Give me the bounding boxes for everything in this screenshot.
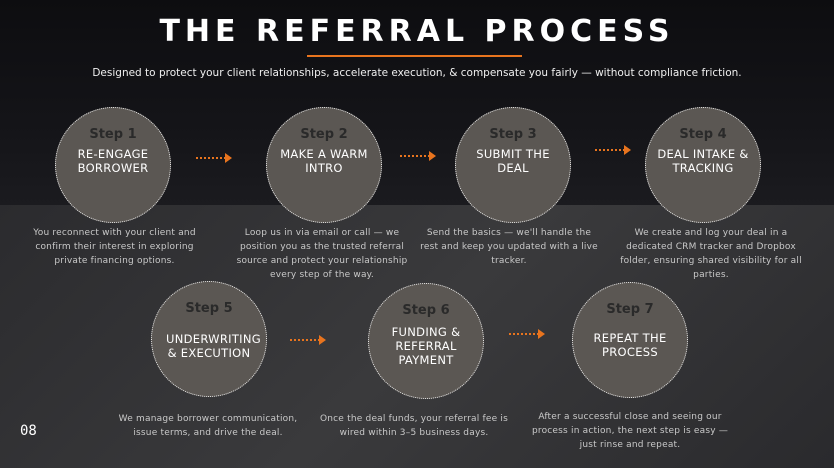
- step-3-description: Send the basics — we'll handle the rest …: [420, 228, 598, 266]
- step-4-description: We create and log your deal in a dedicat…: [620, 228, 802, 280]
- step-5-label: UNDERWRITING & EXECUTION: [166, 332, 261, 360]
- arrow-6-to-7: [509, 328, 545, 340]
- page-subtitle: Designed to protect your client relation…: [92, 67, 742, 79]
- step-3-number: Step 3: [489, 127, 537, 142]
- step-2-label: MAKE A WARM INTRO: [280, 147, 368, 175]
- step-4-circle: Step 4 DEAL INTAKE & TRACKING: [645, 107, 761, 223]
- step-7-label: REPEAT THE PROCESS: [593, 331, 667, 359]
- step-6-description: Once the deal funds, your referral fee i…: [319, 414, 509, 438]
- step-6-number: Step 6: [402, 303, 450, 318]
- step-5-circle: Step 5 UNDERWRITING & EXECUTION: [151, 281, 267, 397]
- step-7-description: After a successful close and seeing our …: [531, 412, 729, 450]
- step-3-circle: Step 3 SUBMIT THE DEAL: [455, 107, 571, 223]
- step-1-circle: Step 1 RE-ENGAGE BORROWER: [55, 107, 171, 223]
- step-3-label: SUBMIT THE DEAL: [476, 147, 550, 175]
- arrow-5-to-6: [290, 334, 326, 346]
- arrow-2-to-3: [400, 150, 436, 162]
- step-5-description: We manage borrower communication, issue …: [118, 414, 298, 438]
- step-7-number: Step 7: [606, 302, 654, 317]
- step-1-description: You reconnect with your client and confi…: [33, 228, 196, 266]
- step-4-label: DEAL INTAKE & TRACKING: [657, 147, 749, 175]
- title-underline: [307, 55, 522, 57]
- arrow-1-to-2: [196, 152, 232, 164]
- step-2-number: Step 2: [300, 127, 348, 142]
- arrow-3-to-4: [595, 144, 631, 156]
- step-6-circle: Step 6 FUNDING & REFERRAL PAYMENT: [368, 283, 484, 399]
- step-2-description: Loop us in via email or call — we positi…: [236, 228, 408, 280]
- step-7-circle: Step 7 REPEAT THE PROCESS: [572, 282, 688, 398]
- step-1-label: RE-ENGAGE BORROWER: [77, 147, 149, 175]
- page-title: THE REFERRAL PROCESS: [159, 14, 675, 49]
- page-number: 08: [20, 423, 37, 439]
- step-1-number: Step 1: [89, 127, 137, 142]
- step-6-label: FUNDING & REFERRAL PAYMENT: [391, 325, 461, 367]
- step-4-number: Step 4: [679, 127, 727, 142]
- step-5-number: Step 5: [185, 301, 233, 316]
- step-2-circle: Step 2 MAKE A WARM INTRO: [266, 107, 382, 223]
